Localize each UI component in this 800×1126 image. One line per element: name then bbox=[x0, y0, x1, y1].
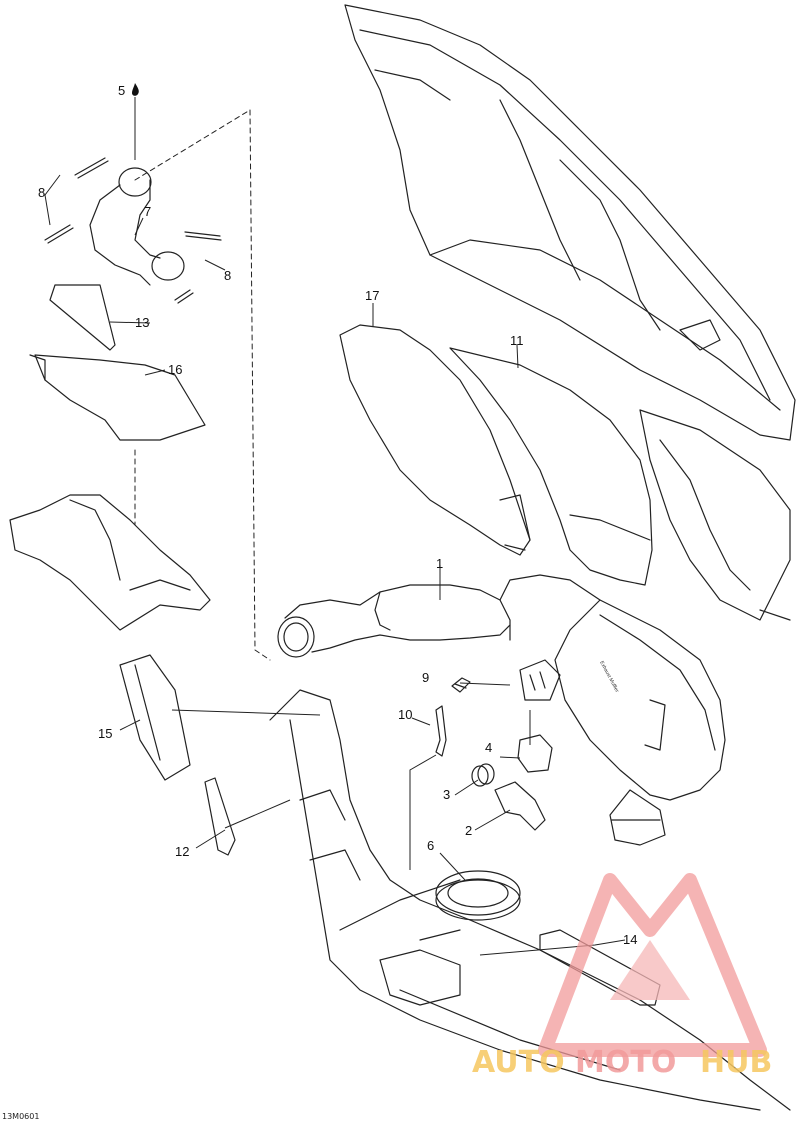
left-bracket bbox=[9, 494, 211, 631]
callout-5: 5 bbox=[118, 83, 125, 98]
panel-15 bbox=[119, 654, 191, 781]
oil-drop-icon bbox=[132, 83, 139, 96]
callout-4: 4 bbox=[485, 740, 492, 755]
leader-lines bbox=[44, 97, 626, 956]
clip-10 bbox=[435, 705, 447, 757]
watermark-text: AUTO MOTO HUB bbox=[472, 1045, 772, 1080]
shield-13 bbox=[49, 284, 116, 351]
hood-outline bbox=[344, 4, 796, 621]
heat-shield-11 bbox=[449, 347, 653, 586]
callout-14: 14 bbox=[623, 932, 637, 947]
bracket-2 bbox=[494, 781, 546, 831]
svg-text:MOTO: MOTO bbox=[575, 1045, 676, 1080]
springs-8 bbox=[44, 157, 222, 304]
callout-6: 6 bbox=[427, 838, 434, 853]
shield-16 bbox=[34, 354, 206, 441]
muffler-assembly-1 bbox=[277, 574, 726, 846]
svg-text:HUB: HUB bbox=[700, 1045, 772, 1080]
callout-13: 13 bbox=[135, 315, 149, 330]
callout-2: 2 bbox=[465, 823, 472, 838]
callout-17: 17 bbox=[365, 288, 379, 303]
callout-7: 7 bbox=[144, 204, 151, 219]
spring-9 bbox=[451, 677, 471, 693]
rubber-mount-4 bbox=[517, 734, 553, 773]
callout-8-right: 8 bbox=[224, 268, 231, 283]
callout-11: 11 bbox=[510, 333, 524, 348]
drawing-code: 13M0601 bbox=[2, 1112, 40, 1121]
callout-10: 10 bbox=[398, 707, 412, 722]
grommet-3 bbox=[471, 763, 495, 787]
svg-text:AUTO: AUTO bbox=[472, 1045, 565, 1080]
heat-shield-17 bbox=[339, 324, 531, 556]
plate-12 bbox=[204, 777, 236, 856]
callout-15: 15 bbox=[98, 726, 112, 741]
callout-12: 12 bbox=[175, 844, 189, 859]
watermark-logo-icon bbox=[538, 873, 767, 1057]
callout-8-top: 8 bbox=[38, 185, 45, 200]
muffler-label: Exhaust Muffler bbox=[598, 660, 620, 694]
callout-3: 3 bbox=[443, 787, 450, 802]
callout-9: 9 bbox=[422, 670, 429, 685]
chassis-outline bbox=[269, 689, 791, 1111]
manifold-7 bbox=[89, 167, 185, 286]
callout-16: 16 bbox=[168, 362, 182, 377]
callout-1: 1 bbox=[436, 556, 443, 571]
grommet-6 bbox=[435, 870, 521, 921]
